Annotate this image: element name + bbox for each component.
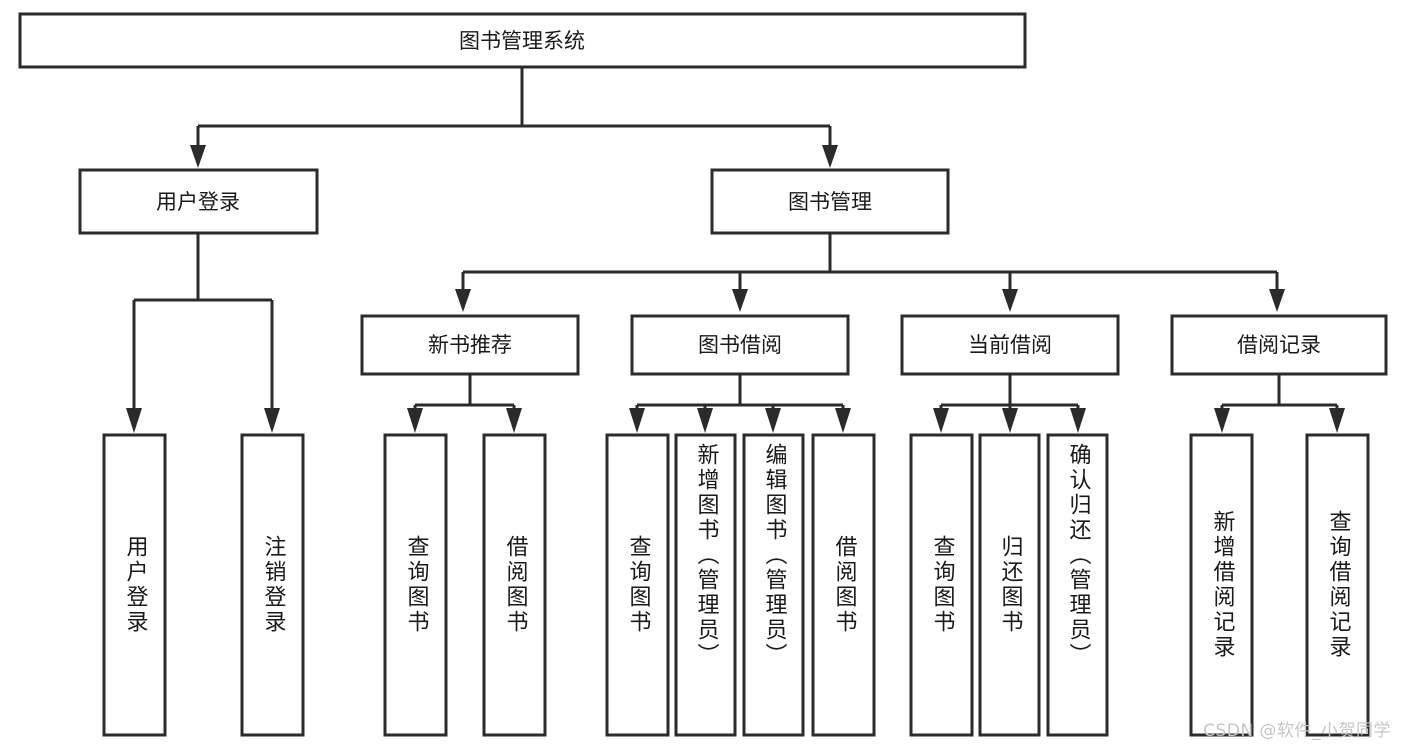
leaf-borrow-book-2-box[interactable] (811, 433, 876, 737)
arrow-head-leaf-return-book (1002, 408, 1018, 433)
leaf-boxes-user-login (102, 433, 305, 737)
leaf-boxes-book-borrow (605, 433, 876, 737)
leaf-add-record-box[interactable] (1189, 433, 1254, 737)
node-current-borrow[interactable]: 当前借阅 (900, 314, 1120, 376)
leaf-user-logout-box[interactable] (240, 433, 305, 737)
connector-book-borrow-to-leaves (629, 374, 851, 433)
node-book-manage-box (710, 168, 950, 235)
leaf-query-record-box[interactable] (1305, 433, 1370, 737)
node-borrow-record-box (1170, 314, 1388, 376)
node-book-borrow[interactable]: 图书借阅 (630, 314, 850, 376)
arrow-head-leaf-borrow-book-1 (506, 408, 522, 433)
node-book-borrow-label: 图书借阅 (698, 333, 782, 357)
leaf-confirm-return-box[interactable] (1046, 433, 1109, 737)
arrow-head-leaf-edit-book (765, 408, 781, 433)
arrow-head-user-login (190, 145, 206, 168)
arrow-head-leaf-confirm-return (1070, 408, 1086, 433)
arrow-head-leaf-query-book-3 (933, 408, 949, 433)
node-book-manage[interactable]: 图书管理 (710, 168, 950, 235)
connector-root-to-level1 (190, 67, 838, 168)
connector-user-login-to-leaves (126, 233, 280, 433)
leaf-query-book-2-box[interactable] (605, 433, 670, 737)
leaf-add-book-box[interactable] (674, 433, 737, 737)
connector-new-book-to-leaves (407, 374, 522, 433)
leaf-query-book-1-box[interactable] (383, 433, 448, 737)
node-root-box (18, 12, 1027, 69)
arrow-head-book-borrow (732, 289, 748, 312)
arrow-head-leaf-add-record (1214, 408, 1230, 433)
leaf-query-book-3-box[interactable] (909, 433, 974, 737)
node-new-book-recommend-box (360, 314, 580, 376)
arrow-head-new-book-recommend (455, 289, 471, 312)
arrow-head-leaf-query-record (1329, 408, 1345, 433)
connector-borrow-record-to-leaves (1214, 374, 1345, 433)
leaf-return-book-box[interactable] (978, 433, 1041, 737)
node-new-book-recommend-label: 新书推荐 (428, 333, 512, 357)
leaf-boxes-new-book-recommend (383, 433, 547, 737)
arrow-head-borrow-record (1269, 289, 1285, 312)
node-root-label: 图书管理系统 (459, 29, 585, 53)
arrow-head-leaf-borrow-book-2 (835, 408, 851, 433)
arrow-head-leaf-query-book-1 (407, 408, 423, 433)
leaf-borrow-book-1-box[interactable] (482, 433, 547, 737)
arrow-head-book-manage (822, 145, 838, 168)
node-root[interactable]: 图书管理系统 (18, 12, 1027, 69)
node-new-book-recommend[interactable]: 新书推荐 (360, 314, 580, 376)
node-borrow-record-label: 借阅记录 (1237, 333, 1321, 357)
watermark: CSDN @软件_小贺同学 (1203, 721, 1391, 741)
node-current-borrow-box (900, 314, 1120, 376)
leaf-user-login-box[interactable] (102, 433, 167, 737)
arrow-head-current-borrow (1002, 289, 1018, 312)
node-user-login-label: 用户登录 (156, 190, 240, 214)
arrow-head-leaf-user-login (126, 408, 142, 433)
arrow-head-leaf-user-logout (264, 408, 280, 433)
node-book-manage-label: 图书管理 (788, 190, 872, 214)
arrow-head-leaf-query-book-2 (629, 408, 645, 433)
node-current-borrow-label: 当前借阅 (968, 333, 1052, 357)
connector-current-borrow-to-leaves (933, 374, 1086, 433)
leaf-boxes-current-borrow (909, 433, 1109, 737)
arrow-head-leaf-add-book (697, 408, 713, 433)
node-borrow-record[interactable]: 借阅记录 (1170, 314, 1388, 376)
leaf-boxes-borrow-record (1189, 433, 1370, 737)
connector-book-manage-to-level2 (455, 233, 1285, 312)
leaf-edit-book-box[interactable] (742, 433, 805, 737)
node-book-borrow-box (630, 314, 850, 376)
node-user-login[interactable]: 用户登录 (78, 168, 319, 235)
